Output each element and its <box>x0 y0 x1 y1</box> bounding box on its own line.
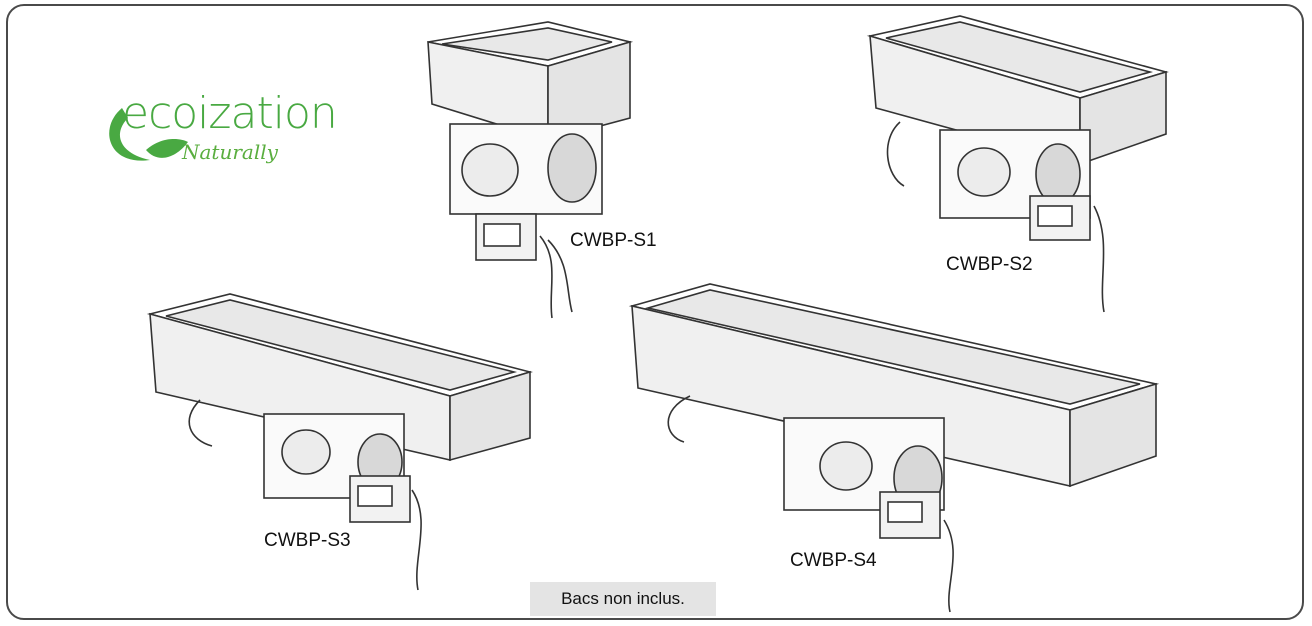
model-label-s4: CWBP-S4 <box>790 550 877 571</box>
model-label-s2: CWBP-S2 <box>946 254 1033 275</box>
model-label-s3: CWBP-S3 <box>264 530 351 551</box>
unit-cwbp-s4 <box>628 283 1160 613</box>
unit-cwbp-s2 <box>866 15 1169 313</box>
brand-tagline: Naturally <box>182 140 278 164</box>
brand-logo: ecoization Naturally <box>102 88 338 178</box>
brand-name: ecoization <box>122 88 338 139</box>
leaf-icon <box>109 108 188 161</box>
unit-cwbp-s3 <box>146 293 533 591</box>
unit-cwbp-s1 <box>427 21 634 319</box>
model-label-s1: CWBP-S1 <box>570 230 657 251</box>
disclaimer-note: Bacs non inclus. <box>530 582 716 616</box>
